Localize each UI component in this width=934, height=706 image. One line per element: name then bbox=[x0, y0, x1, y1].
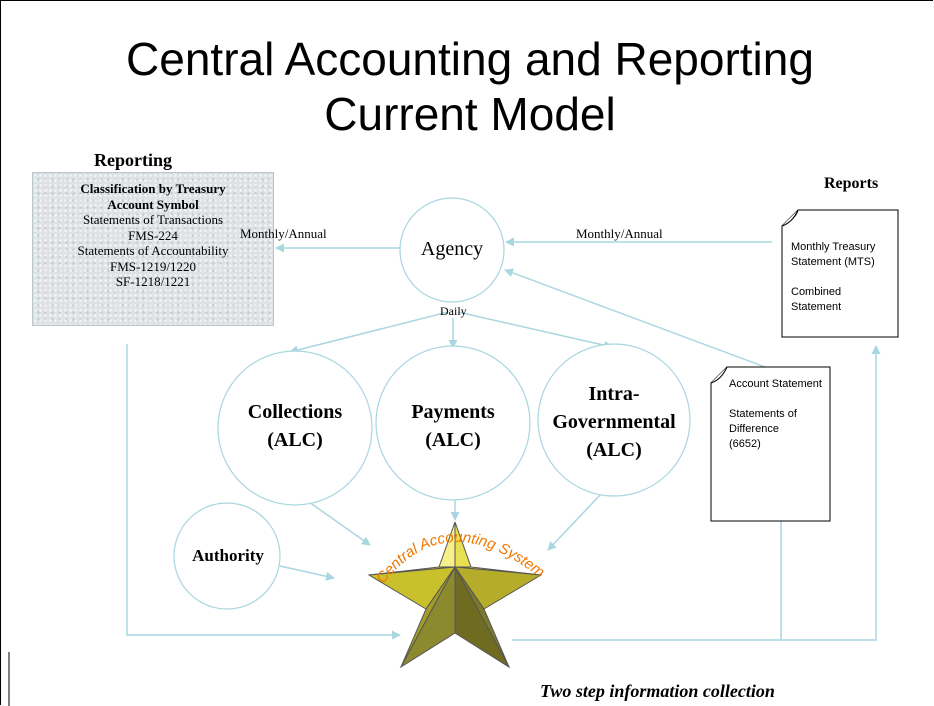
payments-label: Payments (ALC) bbox=[376, 398, 530, 454]
account-doc-line: Statements of bbox=[729, 408, 797, 420]
central-accounting-star-icon bbox=[367, 521, 543, 669]
footer-caption: Two step information collection bbox=[540, 681, 775, 701]
reports-document bbox=[781, 209, 899, 338]
collections-label: Collections (ALC) bbox=[218, 398, 372, 454]
reporting-box-line: Classification by Treasury bbox=[80, 181, 226, 196]
edge-agency-to-intra bbox=[457, 311, 613, 350]
reports-doc-line: Combined bbox=[791, 286, 842, 298]
payments-label-line: (ALC) bbox=[425, 429, 481, 451]
collections-label-line: (ALC) bbox=[267, 429, 323, 451]
edge-label-left: Monthly/Annual bbox=[240, 226, 327, 241]
intra-governmental-node bbox=[537, 343, 691, 497]
authority-label: Authority bbox=[192, 546, 264, 565]
reporting-box: Classification by Treasury Account Symbo… bbox=[32, 172, 274, 326]
edge-label-right: Monthly/Annual bbox=[576, 226, 663, 241]
agency-node bbox=[399, 197, 505, 303]
reporting-box-line: Account Symbol bbox=[107, 196, 199, 212]
slide-title: Central Accounting and Reporting Current… bbox=[60, 32, 880, 142]
reporting-box-line: Statements of Transactions bbox=[82, 212, 224, 227]
reports-document-text: Monthly Treasury Statement (MTS) Combine… bbox=[791, 240, 875, 315]
edge-authority-to-central bbox=[279, 565, 335, 581]
edge-label-daily: Daily bbox=[440, 304, 467, 318]
reports-doc-line bbox=[791, 270, 875, 285]
agency-label: Agency bbox=[420, 238, 484, 260]
payments-node bbox=[375, 345, 531, 501]
account-document-text: Account Statement Statements of Differen… bbox=[729, 377, 822, 452]
edge-agency-to-collections bbox=[289, 311, 449, 355]
payments-label-line: Payments bbox=[411, 401, 495, 423]
reporting-box-line: FMS-1219/1220 bbox=[110, 258, 196, 274]
reporting-box-line: Statements of Accountability bbox=[77, 243, 229, 258]
reporting-heading: Reporting bbox=[94, 150, 172, 170]
collections-node bbox=[217, 350, 373, 506]
reporting-box-line: FMS-224 bbox=[128, 227, 178, 243]
reports-doc-line: Monthly Treasury bbox=[791, 241, 876, 253]
intra-label-line: (ALC) bbox=[586, 439, 642, 461]
edge-account-to-agency bbox=[504, 268, 766, 368]
edge-central-to-reports bbox=[512, 345, 881, 641]
authority-node bbox=[173, 502, 281, 610]
account-statement-document bbox=[710, 366, 831, 522]
reporting-box-line: SF-1218/1221 bbox=[115, 274, 191, 289]
account-doc-line bbox=[729, 392, 822, 407]
intra-label-line: Intra- bbox=[588, 383, 640, 405]
account-doc-line: Difference bbox=[729, 423, 779, 435]
account-doc-line: (6652) bbox=[729, 438, 761, 450]
account-doc-line: Account Statement bbox=[729, 378, 822, 390]
title-line-2: Current Model bbox=[324, 88, 616, 140]
intra-label-line: Governmental bbox=[552, 411, 676, 433]
reports-heading: Reports bbox=[824, 175, 879, 192]
edge-intra-to-central bbox=[547, 492, 603, 551]
intra-governmental-label: Intra- Governmental (ALC) bbox=[538, 380, 690, 464]
title-line-1: Central Accounting and Reporting bbox=[126, 33, 814, 85]
collections-label-line: Collections bbox=[247, 401, 343, 423]
edge-reporting-to-central bbox=[126, 344, 401, 640]
reports-doc-line: Statement (MTS) bbox=[791, 256, 875, 268]
reports-doc-line: Statement bbox=[791, 301, 842, 313]
